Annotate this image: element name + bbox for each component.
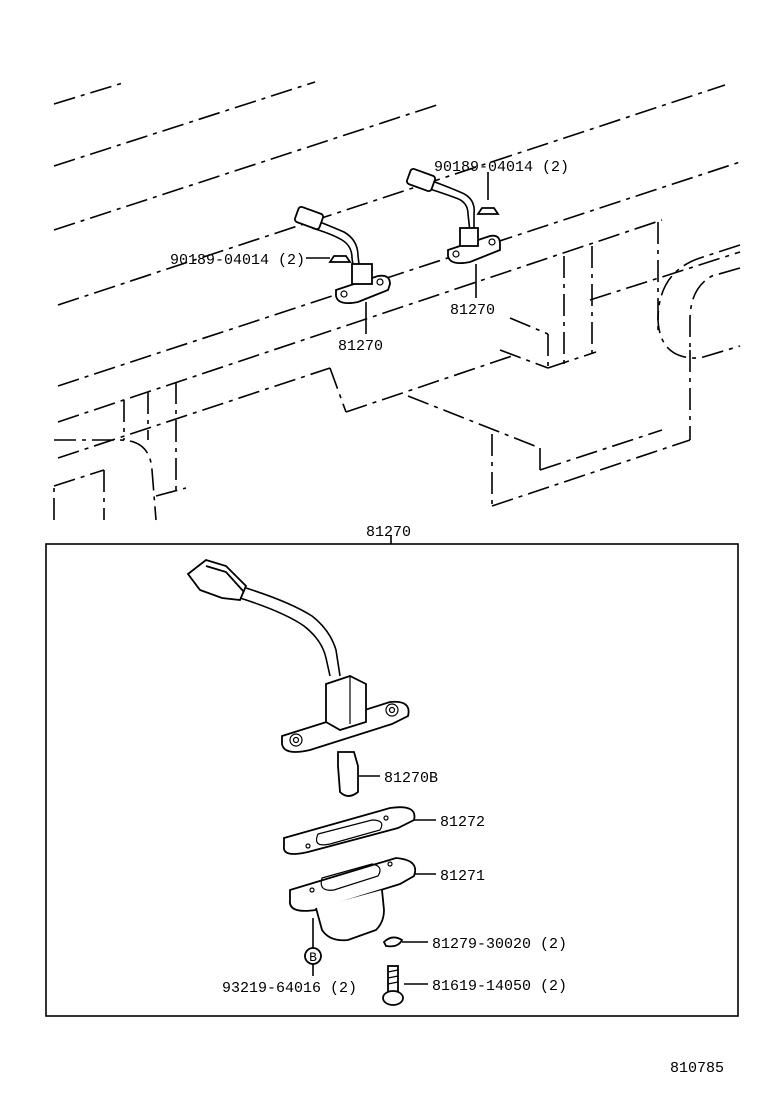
callout-lens: 81271 xyxy=(440,868,485,885)
clip-marker-letter: B xyxy=(309,950,317,965)
callout-gasket: 81272 xyxy=(440,814,485,831)
nut-81279 xyxy=(382,936,428,948)
screw-right xyxy=(476,172,500,215)
vehicle-outline xyxy=(53,81,741,521)
screw-left xyxy=(306,255,352,263)
lamp-assembly-left xyxy=(293,205,391,305)
bulb-81270B xyxy=(337,751,380,797)
callout-clip: 93219-64016 (2) xyxy=(222,980,357,997)
callout-lamp-right: 81270 xyxy=(450,302,495,319)
callout-bolt: 81619-14050 (2) xyxy=(432,978,567,995)
diagram-number: 810785 xyxy=(670,1060,724,1077)
bolt-81619 xyxy=(382,965,428,1006)
callout-nut: 81279-30020 (2) xyxy=(432,936,567,953)
lens-housing-81271 xyxy=(289,857,436,942)
callout-lamp-left: 81270 xyxy=(338,338,383,355)
callout-detail-title: 81270 xyxy=(366,524,411,541)
lamp-detail xyxy=(186,559,410,753)
gasket-81272 xyxy=(283,806,436,855)
clip-marker: B xyxy=(304,918,322,976)
detail-frame xyxy=(45,543,739,1017)
lamp-assembly-right xyxy=(405,167,501,265)
callout-screw-top-right: 90189-04014 (2) xyxy=(434,159,569,176)
callout-bulb: 81270B xyxy=(384,770,438,787)
callout-screw-left: 90189-04014 (2) xyxy=(170,252,305,269)
